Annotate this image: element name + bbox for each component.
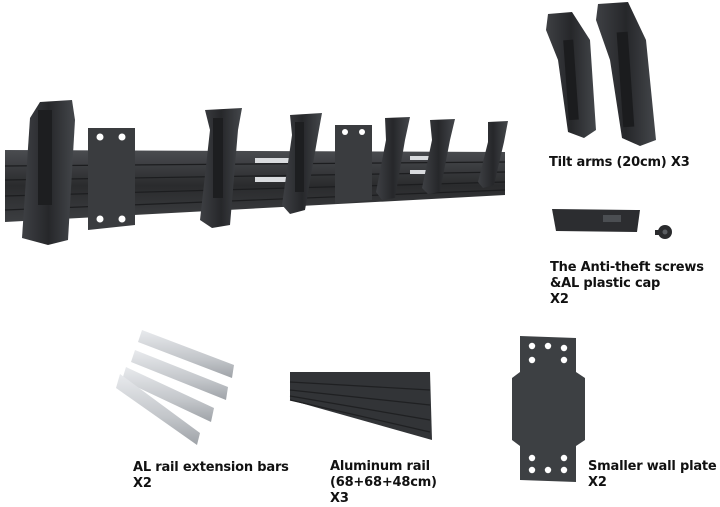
extension-bars-label: AL rail extension bars X2 bbox=[133, 460, 289, 491]
aluminum-rail-label: Aluminum rail (68+68+48cm) X3 bbox=[330, 459, 437, 506]
extension-bars-image bbox=[116, 330, 234, 445]
anti-theft-cap-image bbox=[552, 209, 640, 232]
tilt-arms-label: Tilt arms (20cm) X3 bbox=[549, 155, 690, 170]
anti-theft-label: The Anti-theft screws &AL plastic cap X2 bbox=[550, 260, 704, 307]
anti-theft-screw-image bbox=[655, 225, 672, 239]
aluminum-rail-image bbox=[289, 372, 432, 440]
small-wall-plate-image bbox=[512, 336, 585, 482]
assembled-wall-plates bbox=[88, 125, 372, 230]
tilt-arms-image bbox=[546, 2, 656, 146]
wall-plate-label: Smaller wall plate X2 bbox=[588, 459, 717, 490]
assembled-tilt-arms bbox=[22, 100, 508, 245]
